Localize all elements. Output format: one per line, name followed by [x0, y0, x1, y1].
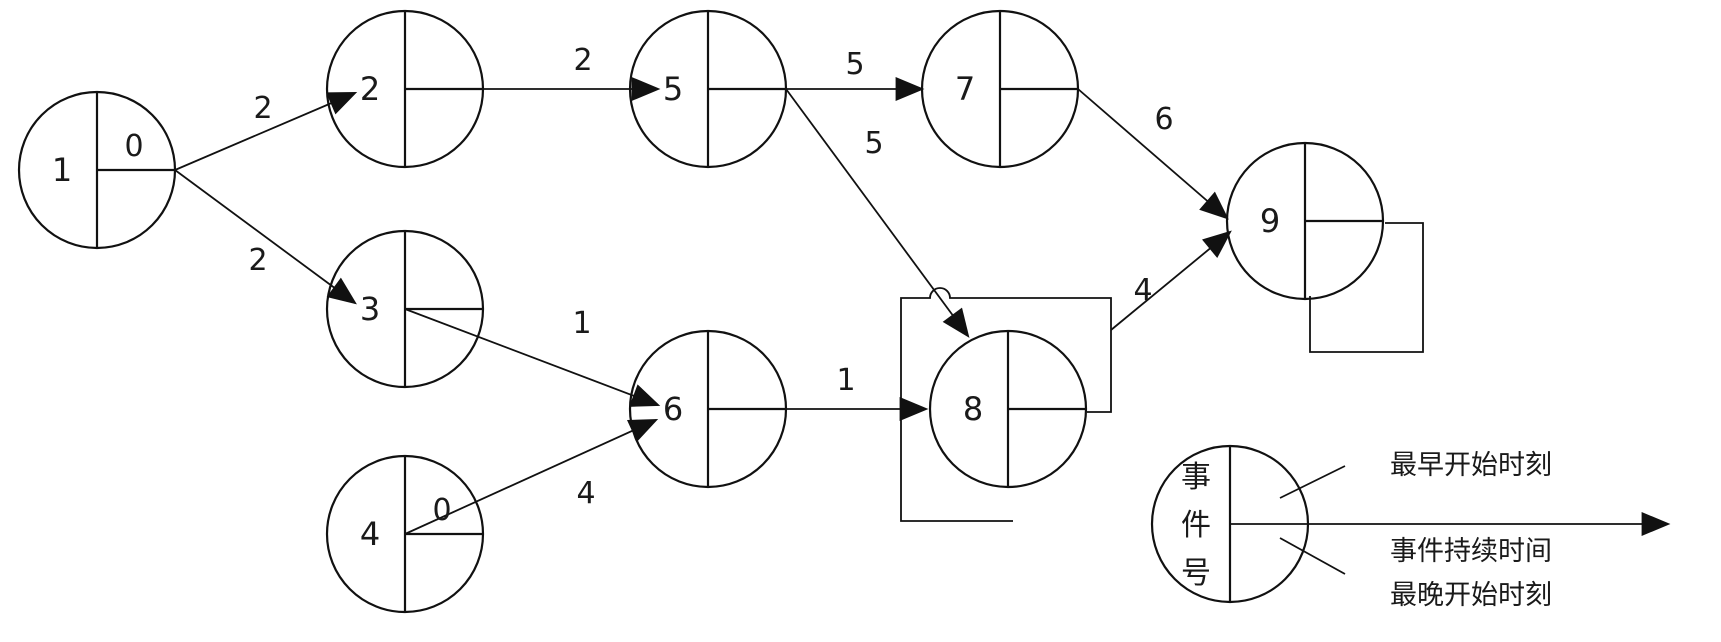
- edge-arrow: [1077, 88, 1229, 220]
- legend-earliest-start: 最早开始时刻: [1390, 450, 1552, 481]
- edge-duration-label: 1: [572, 306, 591, 341]
- legend-event-char-2: 件: [1181, 508, 1211, 543]
- event-node-9: 9: [1225, 141, 1385, 301]
- edge-duration-label: 2: [248, 243, 267, 278]
- edge-duration-label: 4: [576, 476, 595, 511]
- edge-7-9: 6: [1077, 88, 1229, 220]
- edge-arrow: [404, 308, 661, 407]
- event-node-2: 2: [325, 9, 485, 169]
- node-event-number: 3: [360, 290, 380, 328]
- event-node-5: 5: [628, 9, 788, 169]
- legend-event-char-1: 事: [1181, 460, 1211, 495]
- edge-4-6: 4: [404, 419, 659, 535]
- edge-arrow: [785, 88, 970, 338]
- node-event-number: 6: [663, 390, 683, 428]
- node-event-number: 4: [360, 515, 380, 553]
- node-earliest-start: 0: [432, 493, 451, 528]
- edge-1-3: 2: [174, 169, 357, 305]
- node-event-number: 2: [360, 70, 380, 108]
- node-event-number: 8: [963, 390, 983, 428]
- edge-arrow: [174, 92, 358, 171]
- legend-pointer-earliest: [1279, 465, 1346, 499]
- legend: 事 件 号 最早开始时刻 事件持续时间 最晚开始时刻: [1150, 444, 1671, 611]
- legend-event-char-3: 号: [1181, 556, 1211, 591]
- edge-duration-label: 5: [864, 126, 883, 161]
- edges: 2 2 2 1 4 5 5 1 6 4: [174, 43, 1232, 535]
- event-node-7: 7: [920, 9, 1080, 169]
- node-event-number: 1: [52, 151, 72, 189]
- node-earliest-start: 0: [124, 129, 143, 164]
- node-event-number: 5: [663, 70, 683, 108]
- event-node-6: 6: [628, 329, 788, 489]
- edge-arrow: [174, 169, 357, 305]
- legend-latest-start: 最晚开始时刻: [1390, 580, 1552, 611]
- edge-duration-label: 6: [1154, 102, 1173, 137]
- edge-duration-label: 4: [1133, 273, 1152, 308]
- edge-arrow: [1110, 230, 1232, 331]
- event-node-3: 3: [325, 229, 485, 389]
- edge-2-5: 2: [405, 43, 661, 101]
- edge-5-8: 5: [785, 88, 970, 338]
- edge-duration-label: 5: [845, 47, 864, 82]
- event-node-8: 8: [928, 329, 1088, 489]
- node-event-number: 9: [1260, 202, 1280, 240]
- edge-1-2: 2: [174, 91, 358, 171]
- edge-8-9: 4: [1110, 230, 1232, 331]
- edge-duration-label: 2: [253, 91, 272, 126]
- event-node-4: 40: [325, 454, 485, 614]
- edge-arrow: [404, 419, 659, 535]
- edge-6-8: 1: [708, 363, 929, 421]
- edge-duration-label: 1: [836, 363, 855, 398]
- event-node-1: 10: [17, 90, 177, 250]
- edge-5-7: 5: [708, 47, 925, 101]
- edge-duration-label: 2: [573, 43, 592, 78]
- legend-duration: 事件持续时间: [1390, 536, 1552, 567]
- node-8-bracket: [900, 287, 1112, 522]
- node-9-bracket: [1309, 222, 1424, 353]
- edge-3-6: 1: [404, 306, 661, 407]
- legend-pointer-latest: [1279, 537, 1346, 575]
- node-event-number: 7: [955, 70, 975, 108]
